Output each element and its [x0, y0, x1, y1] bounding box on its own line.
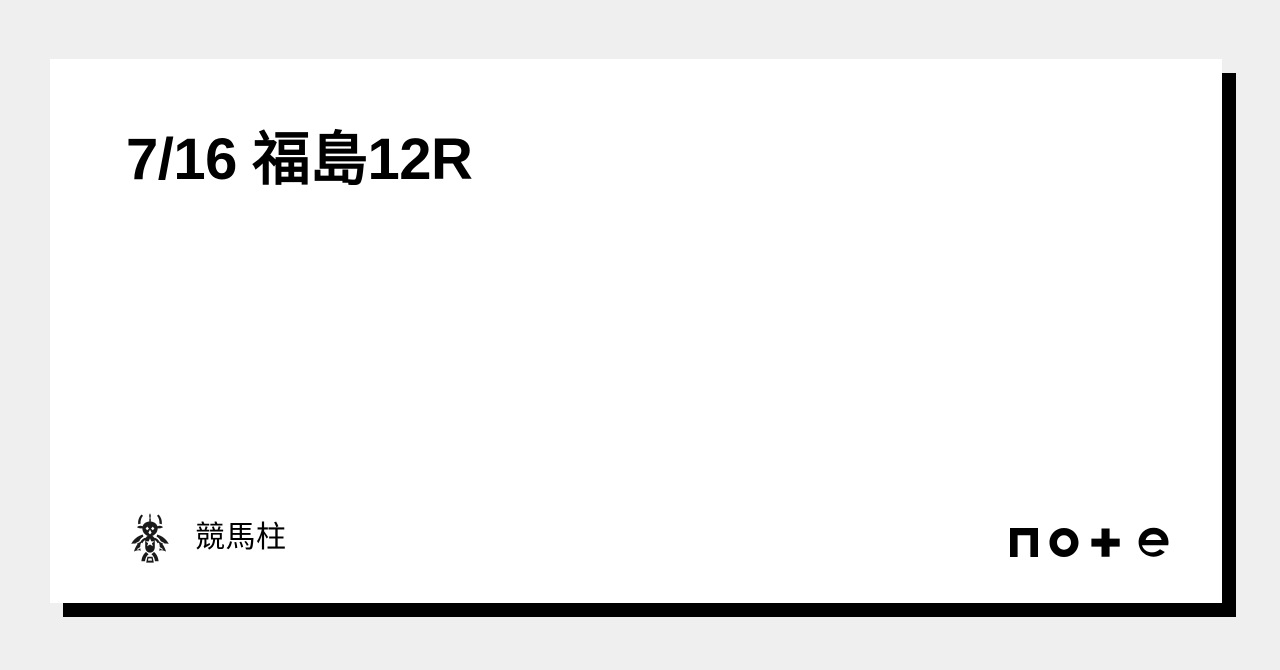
- note-logo: [1010, 519, 1170, 557]
- author-block: 競馬柱: [126, 510, 287, 566]
- card-footer: 競馬柱: [50, 473, 1222, 603]
- avatar: [126, 510, 174, 566]
- author-name: 競馬柱: [195, 521, 287, 554]
- article-thumbnail-card: 7/16 福島12R: [50, 59, 1222, 603]
- baphomet-emblem-avatar-icon: [126, 510, 174, 566]
- page-title: 7/16 福島12R: [126, 127, 473, 192]
- note-logo-icon: [1010, 527, 1169, 557]
